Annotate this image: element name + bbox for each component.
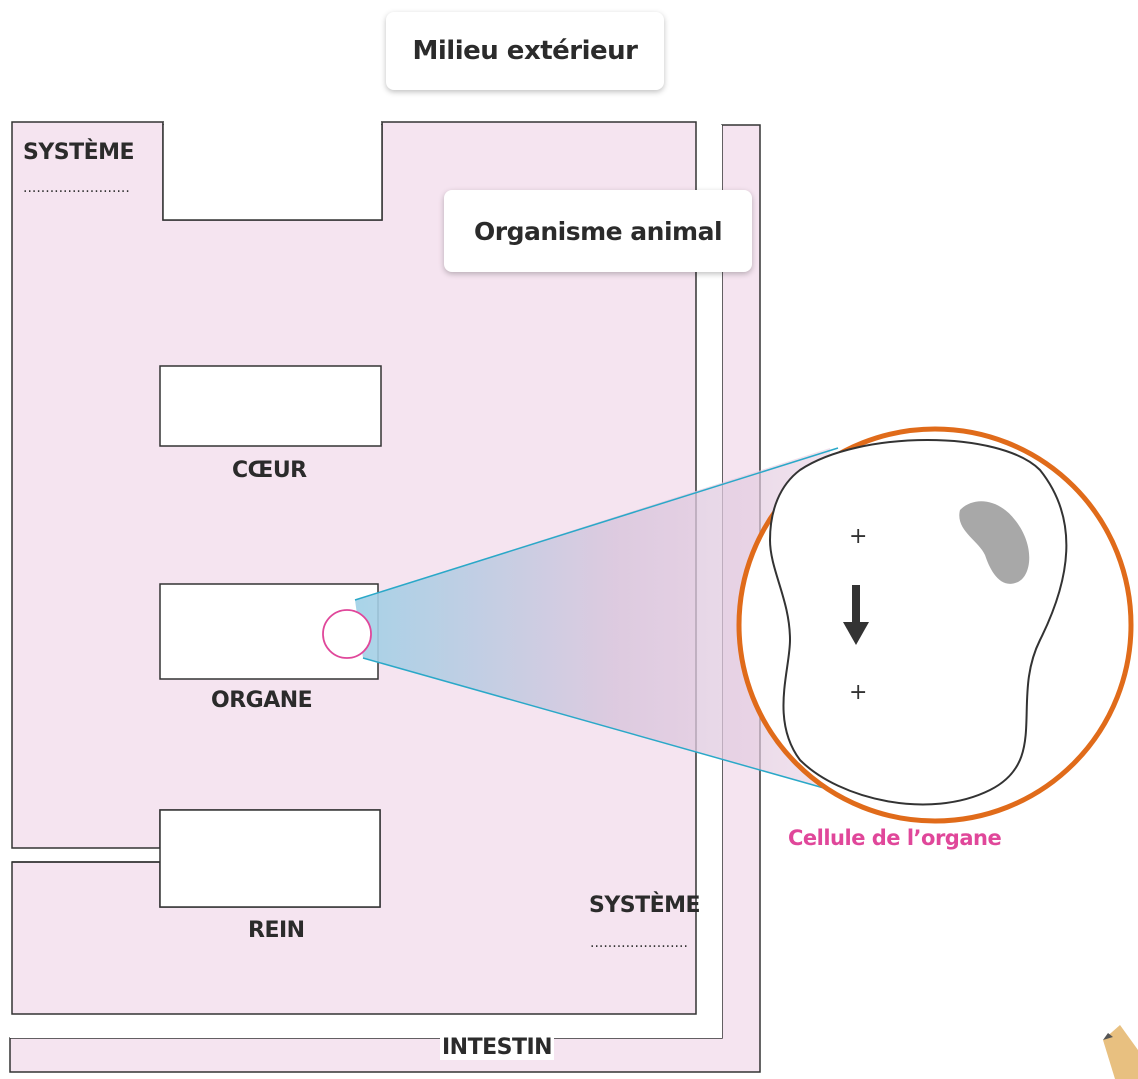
plus-top-sign: + bbox=[849, 524, 867, 549]
pencil-icon bbox=[1103, 1025, 1138, 1079]
plus-bottom-sign: + bbox=[849, 680, 867, 705]
systeme-top-box[interactable] bbox=[163, 124, 382, 220]
rein-box[interactable] bbox=[160, 810, 380, 907]
systeme-top-blank[interactable]: ........................ bbox=[23, 180, 130, 196]
systeme-bottom-blank[interactable]: ...................... bbox=[590, 935, 688, 951]
cell-outline bbox=[770, 440, 1066, 804]
organe-label: ORGANE bbox=[211, 688, 312, 713]
cellule-caption: Cellule de l’organe bbox=[788, 826, 1001, 850]
zoom-source-circle bbox=[323, 610, 371, 658]
organisme-animal-label: Organisme animal bbox=[444, 190, 752, 272]
milieu-exterieur-label: Milieu extérieur bbox=[386, 12, 664, 90]
systeme-top-label: SYSTÈME bbox=[23, 140, 134, 165]
systeme-bottom-label: SYSTÈME bbox=[589, 893, 700, 918]
coeur-box[interactable] bbox=[160, 366, 381, 446]
rein-label: REIN bbox=[248, 918, 305, 943]
intestin-label: INTESTIN bbox=[440, 1035, 554, 1060]
coeur-label: CŒUR bbox=[232, 458, 307, 483]
